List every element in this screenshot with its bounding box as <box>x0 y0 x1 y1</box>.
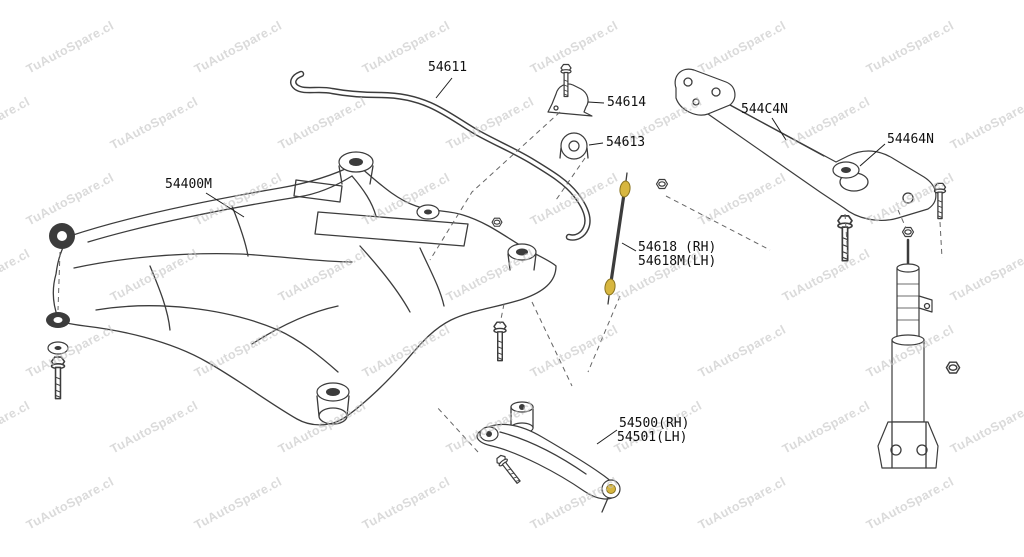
label-leader-lines <box>205 77 886 445</box>
control-arm-drawing <box>476 401 621 513</box>
subframe-mount-towers <box>49 151 537 425</box>
insulator-drawing <box>832 161 860 179</box>
label-stabilizer-link-lh: 54618M(LH) <box>638 254 717 269</box>
stabilizer-link-drawing <box>604 172 631 305</box>
nut-icon <box>901 226 915 238</box>
front-subframe-drawing <box>52 163 557 426</box>
stabilizer-bar-drawing <box>290 70 591 241</box>
label-insulator: 54464N <box>887 132 934 147</box>
label-stabilizer-link-rh: 54618 (RH) <box>638 240 717 255</box>
subframe-mount-hardware <box>46 312 70 355</box>
nut-icon <box>491 217 503 227</box>
stabilizer-bushing-drawing <box>559 132 589 160</box>
label-control-arm-rh: 54500(RH) <box>619 416 690 431</box>
assembly-dashed-lines <box>57 111 943 453</box>
crossmember-drawing <box>674 68 937 221</box>
label-control-arm-lh: 54501(LH) <box>617 430 688 445</box>
bolt-icon <box>933 182 947 220</box>
bolt-icon <box>50 356 66 400</box>
stabilizer-bracket-drawing <box>547 83 593 117</box>
label-front-subframe: 54400M <box>165 177 212 192</box>
label-member-crossbar: 544C4N <box>741 102 788 117</box>
fasteners <box>50 63 961 486</box>
label-stabilizer-bar: 54611 <box>428 60 468 75</box>
label-stabilizer-bushing: 54613 <box>606 135 646 150</box>
bolt-icon <box>837 215 853 262</box>
nut-icon <box>655 178 669 190</box>
label-stabilizer-bracket: 54614 <box>607 95 647 110</box>
strut-drawing <box>877 238 939 469</box>
nut-icon <box>945 361 961 374</box>
bolt-icon <box>494 453 524 486</box>
bolt-icon <box>493 321 507 362</box>
